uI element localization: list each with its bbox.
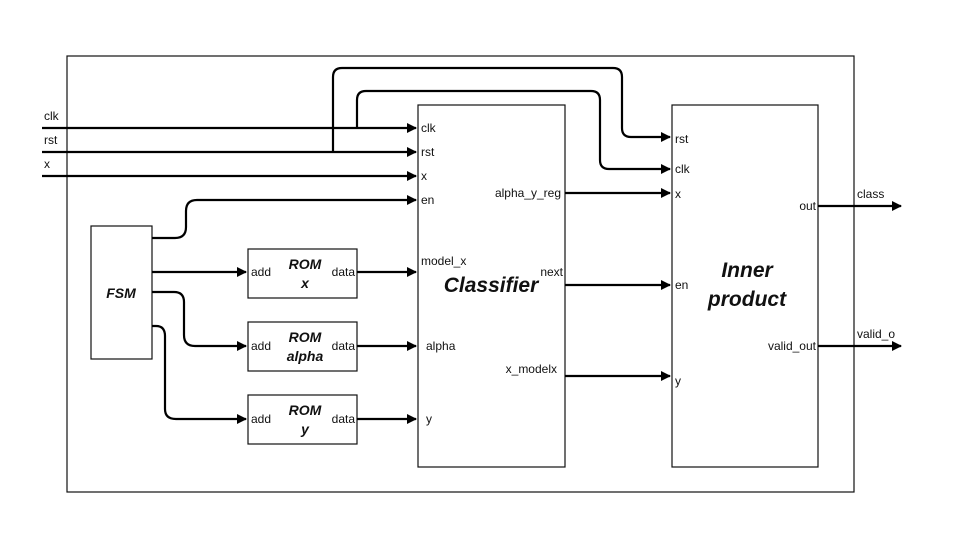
outer-frame	[66, 55, 855, 493]
classifier-port-x: x	[421, 169, 427, 183]
rom-x-data: data	[332, 265, 356, 279]
fsm-title: FSM	[106, 285, 136, 301]
output-label-class: class	[857, 187, 884, 201]
wire-fsm-en	[152, 195, 417, 240]
wire-clk-branch	[355, 89, 671, 174]
fsm-block	[90, 225, 153, 360]
inner-port-en: en	[675, 278, 688, 292]
inner-product-title-line1: Inner	[721, 259, 774, 282]
wire-rst-branch	[331, 66, 671, 152]
inner-port-y: y	[675, 374, 681, 388]
rom-x-title: ROM	[289, 256, 322, 272]
output-label-valid-o: valid_o	[857, 327, 895, 341]
classifier-port-x-modelx: x_modelx	[506, 362, 557, 376]
inner-port-clk: clk	[675, 162, 691, 176]
rom-alpha-title: ROM	[289, 329, 322, 345]
wire-fsm-rom-y	[152, 324, 247, 424]
inner-product-title-line2: product	[707, 288, 787, 311]
classifier-port-clk: clk	[421, 121, 437, 135]
inner-port-x: x	[675, 187, 681, 201]
classifier-port-next: next	[540, 265, 563, 279]
inner-port-valid-out: valid_out	[768, 339, 817, 353]
rom-x-block	[247, 248, 358, 299]
inner-port-rst: rst	[675, 132, 689, 146]
classifier-port-model-x: model_x	[421, 254, 466, 268]
rom-y-name: y	[300, 421, 310, 437]
input-label-x: x	[44, 157, 50, 171]
classifier-port-rst: rst	[421, 145, 435, 159]
classifier-port-alpha-y-reg: alpha_y_reg	[495, 186, 561, 200]
rom-y-block	[247, 394, 358, 445]
classifier-port-alpha: alpha	[426, 339, 456, 353]
rom-alpha-name: alpha	[287, 348, 324, 364]
rom-alpha-add: add	[251, 339, 271, 353]
classifier-title: Classifier	[444, 274, 540, 297]
input-label-clk: clk	[44, 109, 60, 123]
classifier-port-y: y	[426, 412, 432, 426]
rom-alpha-data: data	[332, 339, 356, 353]
wire-fsm-rom-alpha	[152, 290, 247, 351]
rom-x-add: add	[251, 265, 271, 279]
rom-y-data: data	[332, 412, 356, 426]
rom-x-name: x	[300, 275, 310, 291]
classifier-port-en: en	[421, 193, 434, 207]
classifier-block	[417, 104, 566, 468]
rom-y-add: add	[251, 412, 271, 426]
inner-product-block	[671, 104, 819, 468]
rom-y-title: ROM	[289, 402, 322, 418]
input-label-rst: rst	[44, 133, 58, 147]
inner-port-out: out	[799, 199, 816, 213]
